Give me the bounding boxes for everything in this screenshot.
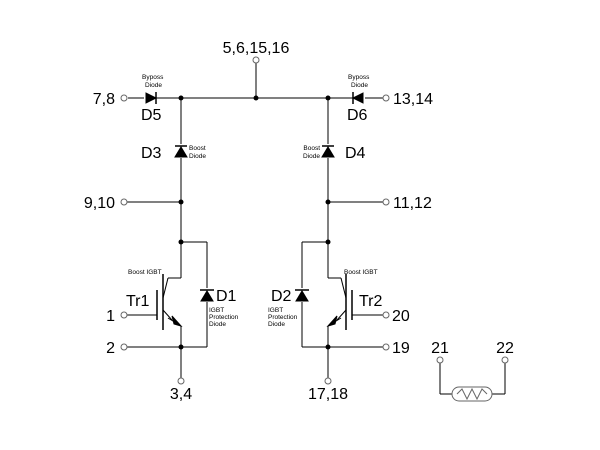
terminal-label-5-6-15-16: 5,6,15,16 — [223, 40, 290, 57]
terminal-label-2: 2 — [106, 340, 115, 357]
component-label-d6: D6 — [347, 107, 368, 124]
component-label-d5: D5 — [141, 107, 162, 124]
note-prot-d2-line2: Protection — [268, 314, 298, 321]
junction-dots — [178, 95, 331, 350]
component-label-tr1: Tr1 — [126, 293, 150, 310]
diode-d4 — [321, 145, 335, 158]
igbt-tr1 — [156, 274, 183, 330]
note-bypass-d6-line1: Byposs — [348, 74, 370, 81]
top-bus — [128, 63, 383, 99]
note-prot-d2-line3: Diode — [268, 321, 285, 328]
terminal-label-11-12: 11,12 — [393, 195, 432, 212]
note-prot-d1-line2: Protection — [209, 314, 239, 321]
note-boost-d3-line1: Boost — [189, 145, 206, 152]
terminal-label-21: 21 — [431, 340, 449, 357]
note-boost-d4-line1: Boost — [303, 145, 320, 152]
diode-d5 — [145, 92, 164, 104]
note-boost-d3-line2: Diode — [189, 153, 206, 160]
component-label-d2: D2 — [271, 288, 292, 305]
component-label-d4: D4 — [345, 145, 366, 162]
terminal-label-9-10: 9,10 — [84, 195, 115, 212]
terminal-label-3-4: 3,4 — [170, 386, 192, 403]
terminal-label-1: 1 — [106, 308, 115, 325]
note-bypass-d5-line1: Byposs — [142, 74, 164, 81]
right-chain-wires — [301, 98, 383, 378]
diode-d6 — [345, 92, 364, 104]
note-prot-d1-line3: Diode — [209, 321, 226, 328]
component-label-tr2: Tr2 — [359, 293, 383, 310]
terminal-pins — [120, 56, 509, 385]
diode-d1 — [200, 289, 214, 302]
note-boost-igbt-tr2: Boost IGBT — [344, 269, 378, 276]
terminal-label-22: 22 — [496, 340, 514, 357]
left-chain-wires — [127, 98, 208, 378]
terminal-label-20: 20 — [392, 308, 410, 325]
diode-d2 — [295, 289, 309, 302]
diode-d3 — [174, 145, 188, 158]
terminal-label-17-18: 17,18 — [308, 386, 348, 403]
note-prot-d2-line1: IGBT — [268, 307, 283, 314]
thermistor — [439, 363, 506, 402]
igbt-tr2 — [326, 274, 353, 330]
terminal-label-7-8: 7,8 — [93, 91, 115, 108]
note-prot-d1-line1: IGBT — [209, 307, 224, 314]
terminal-label-19: 19 — [392, 340, 410, 357]
note-boost-igbt-tr1: Boost IGBT — [128, 269, 162, 276]
note-bypass-d5-line2: Diode — [145, 82, 162, 89]
terminal-label-13-14: 13,14 — [393, 91, 433, 108]
note-boost-d4-line2: Diode — [303, 153, 320, 160]
component-label-d3: D3 — [141, 145, 162, 162]
note-bypass-d6-line2: Diode — [351, 82, 368, 89]
component-label-d1: D1 — [216, 288, 237, 305]
